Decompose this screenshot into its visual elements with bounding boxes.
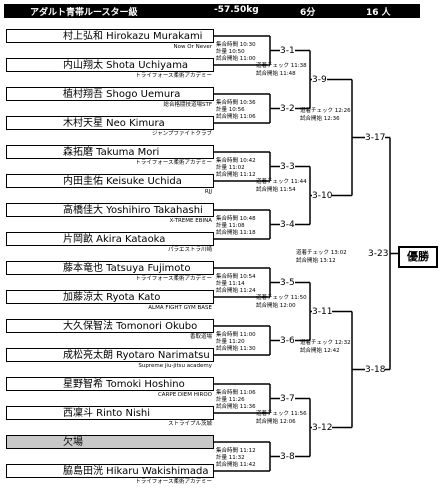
- fighter-name: 西凜斗 Rinto Nishi: [6, 406, 214, 420]
- fighter-club: ジャンプファイトクラブ: [151, 131, 212, 137]
- competitor-count: 16 人: [366, 8, 391, 18]
- match-label: 3-23: [368, 248, 389, 259]
- match-schedule: 試合開始 11:24: [216, 288, 256, 294]
- division-title: アダルト青帯ルースター級: [30, 8, 138, 18]
- fighter-club: RJJ: [204, 189, 212, 195]
- fighter-club: [6, 449, 214, 457]
- match-schedule: 試合開始 11:30: [216, 346, 256, 352]
- match-schedule: 道着チェック 11:50: [256, 294, 307, 301]
- match-label: 3-12: [312, 422, 333, 433]
- match-schedule: 道着チェック 11:56: [256, 410, 307, 417]
- fighter-club: トライフォース柔術アカデミー: [135, 276, 212, 282]
- match-schedule: 試合開始 12:36: [300, 115, 340, 122]
- match-schedule: 試合開始 11:42: [216, 462, 256, 468]
- match-schedule: 試合開始 11:12: [216, 172, 256, 178]
- match-schedule: 道着チェック 12:32: [300, 339, 351, 346]
- fighter-name: 脇島田洸 Hikaru Wakishimada: [6, 464, 214, 478]
- match-schedule: 計量 10:56: [216, 107, 245, 113]
- match-label: 3-8: [280, 451, 295, 462]
- match-label: 3-7: [280, 393, 295, 404]
- fighter-name: 村上弘和 Hirokazu Murakami: [6, 29, 214, 43]
- fighter-club: 香取道場: [189, 334, 212, 340]
- fighter-name: 大久保智法 Tomonori Okubo: [6, 319, 214, 333]
- match-schedule: 計量 11:14: [216, 281, 245, 287]
- match-schedule: 集合時間 10:36: [216, 100, 256, 106]
- match-label: 3-17: [365, 132, 386, 143]
- match-label: 3-2: [280, 103, 295, 114]
- match-schedule: 集合時間 10:48: [216, 216, 256, 222]
- match-schedule: 試合開始 12:00: [256, 302, 296, 309]
- match-schedule: 計量 11:26: [216, 397, 245, 403]
- fighter-name: 片岡畝 Akira Kataoka: [6, 232, 214, 246]
- match-duration: 6分: [300, 8, 316, 18]
- fighter-club: CARPE DIEM HIROO: [157, 392, 212, 398]
- match-label: 3-18: [365, 364, 386, 375]
- match-schedule: 試合開始 11:06: [216, 114, 256, 120]
- match-schedule: 集合時間 11:06: [216, 390, 256, 396]
- match-label: 3-6: [280, 335, 295, 346]
- fighter-club: トライフォース柔術アカデミー: [135, 73, 212, 79]
- match-schedule: 試合開始 11:18: [216, 230, 256, 236]
- match-schedule: 計量 11:20: [216, 339, 245, 345]
- fighter-name: 内田圭佑 Keisuke Uchida: [6, 174, 214, 188]
- fighter-club: 総合格闘技道場STF: [163, 102, 212, 108]
- match-schedule: 計量 11:32: [216, 455, 245, 461]
- fighter-club: トライフォース柔術アカデミー: [135, 160, 212, 166]
- match-schedule: 集合時間 11:00: [216, 332, 256, 338]
- fighter-club: Supreme jiu-jitsu academy: [138, 363, 212, 369]
- match-schedule: 試合開始 11:48: [256, 70, 296, 77]
- fighter-club: ストライプル茨城: [167, 421, 212, 427]
- match-schedule: 試合開始 11:54: [256, 186, 296, 193]
- champion-box: 優勝: [398, 246, 438, 268]
- match-schedule: 道着チェック 13:02: [296, 249, 347, 256]
- match-label: 3-1: [280, 45, 295, 56]
- fighter-name: 高橋佳大 Yoshihiro Takahashi: [6, 203, 214, 217]
- match-schedule: 試合開始 11:00: [216, 56, 256, 62]
- match-schedule: 計量 11:08: [216, 223, 245, 229]
- match-schedule: 道着チェック 11:44: [256, 178, 307, 185]
- match-schedule: 試合開始 12:42: [300, 347, 340, 354]
- fighter-club: X-TREME EBINA: [169, 218, 212, 224]
- match-schedule: 試合開始 12:06: [256, 418, 296, 425]
- division-header: アダルト青帯ルースター級 -57.50kg 6分 16 人: [4, 4, 420, 18]
- match-label: 3-3: [280, 161, 295, 172]
- match-label: 3-5: [280, 277, 295, 288]
- match-schedule: 試合開始 13:12: [296, 257, 336, 264]
- fighter-name: 木村天星 Neo Kimura: [6, 116, 214, 130]
- weight-limit: -57.50kg: [214, 5, 259, 15]
- match-schedule: 集合時間 11:12: [216, 448, 256, 454]
- match-schedule: 道着チェック 12:26: [300, 107, 351, 114]
- match-label: 3-10: [312, 190, 333, 201]
- fighter-name: 加藤涼太 Ryota Kato: [6, 290, 214, 304]
- match-schedule: 集合時間 10:30: [216, 42, 256, 48]
- fighter-name: 成松亮太朗 Ryotaro Narimatsu: [6, 348, 214, 362]
- match-schedule: 集合時間 10:54: [216, 274, 256, 280]
- fighter-club: ALMA FIGHT GYM BASE: [148, 305, 212, 311]
- withdrawn-slot: 欠場: [6, 435, 214, 449]
- match-label: 3-11: [312, 306, 333, 317]
- fighter-club: トライフォース柔術アカデミー: [135, 479, 212, 485]
- fighter-name: 星野智希 Tomoki Hoshino: [6, 377, 214, 391]
- fighter-name: 藤本竜也 Tatsuya Fujimoto: [6, 261, 214, 275]
- fighter-club: Now Or Never: [173, 44, 212, 50]
- match-schedule: 道着チェック 11:38: [256, 62, 307, 69]
- match-schedule: 試合開始 11:36: [216, 404, 256, 410]
- match-schedule: 集合時間 10:42: [216, 158, 256, 164]
- fighter-name: 内山翔太 Shota Uchiyama: [6, 58, 214, 72]
- match-schedule: 計量 10:50: [216, 49, 245, 55]
- match-label: 3-4: [280, 219, 295, 230]
- fighter-name: 森拓磨 Takuma Mori: [6, 145, 214, 159]
- fighter-club: パラエストラ川崎: [167, 247, 212, 253]
- match-schedule: 計量 11:02: [216, 165, 245, 171]
- fighter-name: 植村翔吾 Shogo Uemura: [6, 87, 214, 101]
- match-label: 3-9: [312, 74, 327, 85]
